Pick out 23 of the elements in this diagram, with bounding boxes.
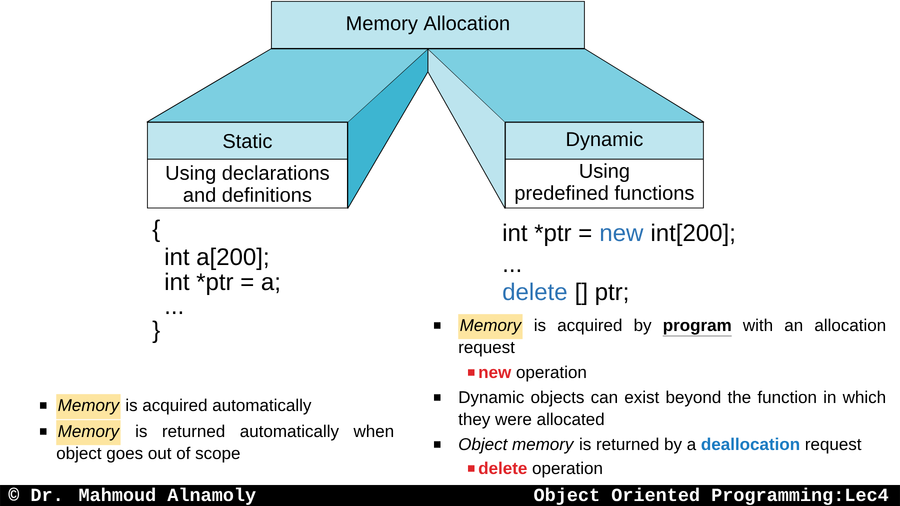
category-box: Static Using declarations and definitions [147, 122, 348, 208]
category-box: Dynamic Using predefined functions [505, 122, 704, 208]
bullet-text: Object memory is returned by a deallocation request [459, 438, 862, 454]
footer-text: © Dr. Mahmoud Alnamoly [8, 488, 256, 505]
code-keyword: delete [503, 282, 567, 300]
code-text: int[200]; [652, 224, 734, 246]
code-text: int *ptr = a; [166, 272, 279, 295]
slab-connector [428, 48, 704, 209]
code-text: } [152, 320, 160, 343]
bullet-text: Memory is acquired automatically [56, 394, 312, 420]
code-text: ... [166, 311, 182, 314]
code-text: [] ptr; [576, 282, 628, 305]
code-text: ... [504, 269, 520, 272]
slab-connector [146, 48, 428, 209]
node-label: Using declarations and definitions [166, 165, 329, 202]
code-text: int a[200]; [166, 248, 268, 270]
heading-box: Memory Allocation [271, 1, 585, 49]
footer-text: Object Oriented Programming:Lec4 [534, 488, 888, 505]
node-label: Dynamic [567, 131, 643, 150]
bullet-text: Memory is returned automatically when object goes out of scope [56, 420, 394, 463]
bullet-text: delete operation [478, 462, 602, 478]
node-label: Using predefined functions [516, 163, 694, 204]
bullet-text: new operation [479, 366, 586, 382]
